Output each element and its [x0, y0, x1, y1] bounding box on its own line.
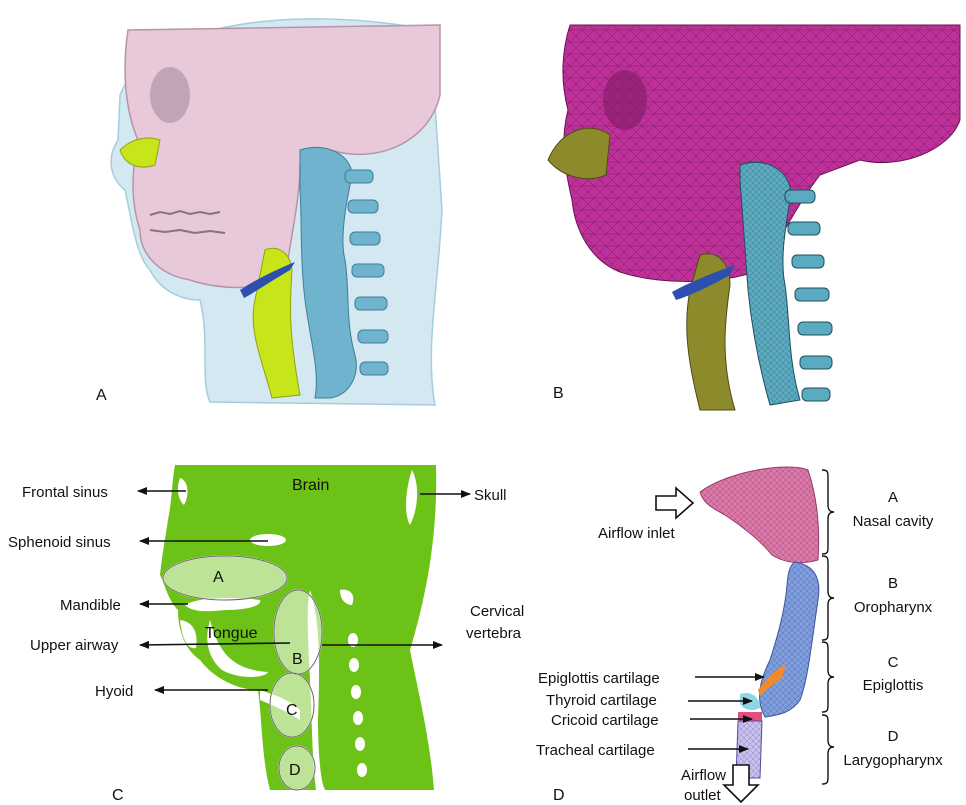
label-cervical-line2: vertebra: [466, 625, 522, 642]
brace-d: [822, 715, 834, 784]
brace-c: [822, 642, 834, 712]
label-tracheal-cartilage: Tracheal cartilage: [536, 742, 655, 759]
zone-letter-d: D: [289, 762, 301, 779]
region-c-name: Epiglottis: [863, 677, 924, 694]
zone-letter-a: A: [213, 569, 224, 586]
mesh-orbit: [603, 70, 647, 130]
brace-a: [822, 470, 834, 554]
label-epiglottis-cartilage: Epiglottis cartilage: [538, 670, 660, 687]
mesh-nasal-airway: [548, 128, 610, 179]
region-a-letter: A: [888, 489, 898, 506]
label-frontal-sinus: Frontal sinus: [22, 484, 108, 501]
label-hyoid: Hyoid: [95, 683, 133, 700]
region-b-name: Oropharynx: [854, 599, 933, 616]
airflow-inlet-arrow: [656, 488, 693, 518]
region-a-name: Nasal cavity: [853, 513, 934, 530]
label-thyroid-cartilage: Thyroid cartilage: [546, 692, 657, 709]
panel-c-letter: C: [112, 787, 124, 804]
label-cervical-line1: Cervical: [470, 603, 524, 620]
region-labels: A Nasal cavity B Oropharynx C Epiglottis…: [843, 489, 943, 769]
label-brain: Brain: [292, 477, 329, 494]
zone-letter-c: C: [286, 702, 298, 719]
brace-b: [822, 556, 834, 640]
region-d-letter: D: [888, 728, 899, 745]
label-upper-airway: Upper airway: [30, 637, 119, 654]
region-braces: [822, 470, 834, 784]
label-mandible: Mandible: [60, 597, 121, 614]
label-airflow-outlet-line1: Airflow: [681, 767, 726, 784]
label-tongue: Tongue: [205, 625, 258, 642]
pharynx-mesh-overlay: [760, 562, 819, 717]
panel-a-letter: A: [96, 387, 107, 404]
panel-d-airway: [700, 467, 819, 778]
panel-b-letter: B: [553, 385, 564, 402]
label-airflow-inlet: Airflow inlet: [598, 525, 676, 542]
label-sphenoid-sinus: Sphenoid sinus: [8, 534, 111, 551]
zone-letter-b: B: [292, 651, 303, 668]
panel-b-render: [548, 25, 960, 410]
region-d-name: Larygopharynx: [843, 752, 943, 769]
panel-c-section: A B C D Brain Tongue Frontal sinus Skull…: [8, 465, 524, 790]
label-skull: Skull: [474, 487, 507, 504]
panel-a-render: [111, 19, 442, 405]
label-cricoid-cartilage: Cricoid cartilage: [551, 712, 659, 729]
label-airflow-outlet-line2: outlet: [684, 787, 722, 804]
eye-socket: [150, 67, 190, 123]
region-b-letter: B: [888, 575, 898, 592]
panel-d-letter: D: [553, 787, 565, 804]
region-c-letter: C: [888, 654, 899, 671]
